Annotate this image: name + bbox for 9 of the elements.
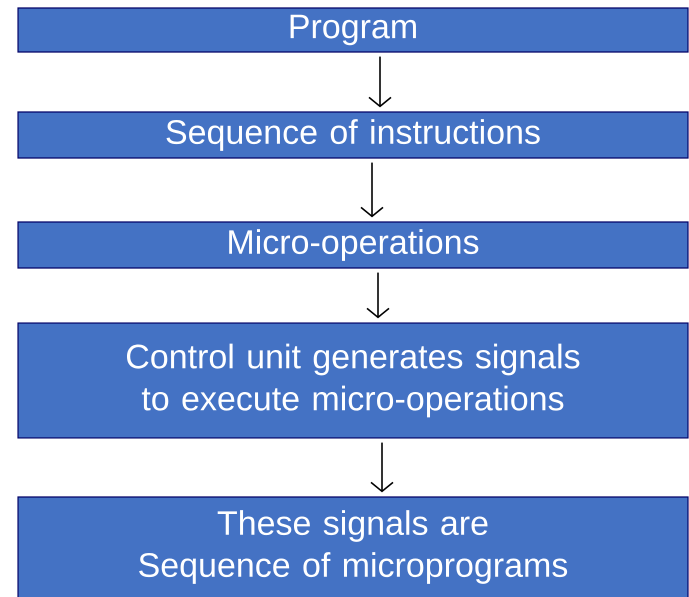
arrow — [368, 56, 392, 108]
arrow — [370, 442, 394, 492]
process-box: Program — [17, 7, 689, 53]
process-box: These signals are Sequence of microprograms — [17, 496, 689, 597]
process-box: Micro-operations — [17, 221, 689, 269]
arrow — [360, 162, 384, 218]
arrow — [366, 272, 390, 318]
process-box: Control unit generates signals to execute micro-operations — [17, 322, 689, 439]
process-box: Sequence of instructions — [17, 111, 689, 159]
